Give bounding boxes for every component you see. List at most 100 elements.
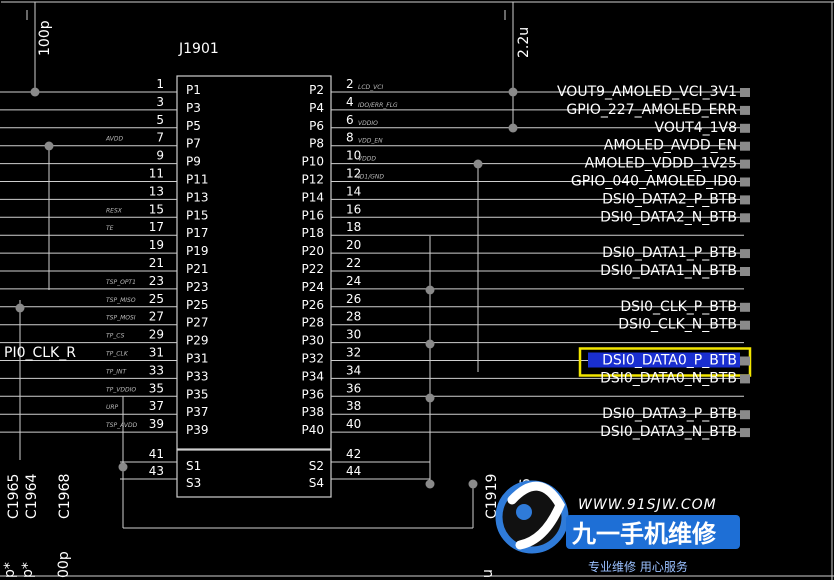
left-pin-number: 17 <box>149 220 164 234</box>
net-label-dsi0-clk-p-btb[interactable]: DSI0_CLK_P_BTB <box>620 299 750 315</box>
net-label-text: AMOLED_VDDD_1V25 <box>585 156 737 172</box>
net-port-pad <box>740 428 750 438</box>
left-pin-signal: URP <box>106 404 119 411</box>
cap-c1964[interactable]: C1964 <box>24 474 40 519</box>
left-pin-signal: TSP_OPT1 <box>106 279 136 286</box>
connector-j1901[interactable]: J1901 <box>176 41 332 498</box>
net-label-gpio-040-amoled-id0[interactable]: GPIO_040_AMOLED_ID0 <box>571 174 750 190</box>
left-pin-name: P3 <box>186 101 201 115</box>
right-pin-name: P16 <box>301 208 324 222</box>
net-label-dsi0-data1-p-btb[interactable]: DSI0_DATA1_P_BTB <box>602 245 750 261</box>
net-port-pad <box>740 123 750 133</box>
left-pin-name: P15 <box>186 208 209 222</box>
left-pin-3[interactable]: 3 P3 <box>0 95 201 115</box>
net-label-dsi0-data3-n-btb[interactable]: DSI0_DATA3_N_BTB <box>600 424 750 440</box>
net-label-dsi0-data0-p-btb[interactable]: DSI0_DATA0_P_BTB <box>578 347 752 377</box>
cap-c1968[interactable]: C1968 <box>57 474 73 519</box>
junction-dot <box>425 339 435 349</box>
net-label-vout4-1v8[interactable]: VOUT4_1V8 <box>655 120 750 136</box>
bottom-components: C1965 C1964 C1968 C1919 16 p* p* 00p u <box>2 474 534 578</box>
net-label-dsi0-data2-p-btb[interactable]: DSI0_DATA2_P_BTB <box>602 191 750 207</box>
left-pin-number: 29 <box>149 328 164 342</box>
net-label-amoled-vddd-1v25[interactable]: AMOLED_VDDD_1V25 <box>585 156 750 172</box>
cap-top-left[interactable]: 100p <box>26 2 53 92</box>
net-port-pad <box>740 88 750 97</box>
net-label-dsi0-data3-p-btb[interactable]: DSI0_DATA3_P_BTB <box>602 406 750 422</box>
left-pin-number: 33 <box>149 363 164 377</box>
right-pin-number: 14 <box>346 184 361 198</box>
right-pin-number: 6 <box>346 113 354 127</box>
left-pin-name: P25 <box>186 298 209 312</box>
cap-c1919[interactable]: C1919 <box>484 474 500 519</box>
right-pin-16[interactable]: 16 P16 <box>301 202 744 222</box>
net-label-vout9-amoled-vci-3v1[interactable]: VOUT9_AMOLED_VCI_3V1 <box>557 84 750 100</box>
net-label-dsi0-data1-n-btb[interactable]: DSI0_DATA1_N_BTB <box>600 263 750 279</box>
left-pin-number: 35 <box>149 381 164 395</box>
cap-top-right[interactable]: 2.2u <box>504 2 532 92</box>
junction-dot <box>44 141 54 151</box>
net-label-dsi0-clk-n-btb[interactable]: DSI0_CLK_N_BTB <box>618 317 750 333</box>
junction-dot <box>30 87 40 97</box>
left-pin-number: 3 <box>156 95 164 109</box>
wires <box>15 87 518 529</box>
right-pin-number: 20 <box>346 238 361 252</box>
net-label-gpio-227-amoled-err[interactable]: GPIO_227_AMOLED_ERR <box>566 102 750 118</box>
net-label-dsi0-data0-n-btb[interactable]: DSI0_DATA0_N_BTB <box>600 370 750 386</box>
net-label-amoled-avdd-en[interactable]: AMOLED_AVDD_EN <box>604 138 750 154</box>
bottom-value-1: p* <box>2 562 18 578</box>
left-pin-signal: TP_INT <box>106 368 128 375</box>
cap-c1965[interactable]: C1965 <box>6 474 22 519</box>
right-pin-name: P22 <box>301 262 324 276</box>
left-pin-name: P27 <box>186 316 209 330</box>
left-net-label[interactable]: PI0_CLK_R <box>4 345 76 361</box>
right-pin-number: 16 <box>346 202 361 216</box>
net-label-dsi0-data2-n-btb[interactable]: DSI0_DATA2_N_BTB <box>600 209 750 225</box>
watermark-url: WWW.91SJW.COM <box>578 497 717 513</box>
right-pin-signal: LCD_VCI <box>358 84 383 91</box>
bottom-value-4: u <box>480 569 496 578</box>
junction-dot <box>508 87 518 97</box>
